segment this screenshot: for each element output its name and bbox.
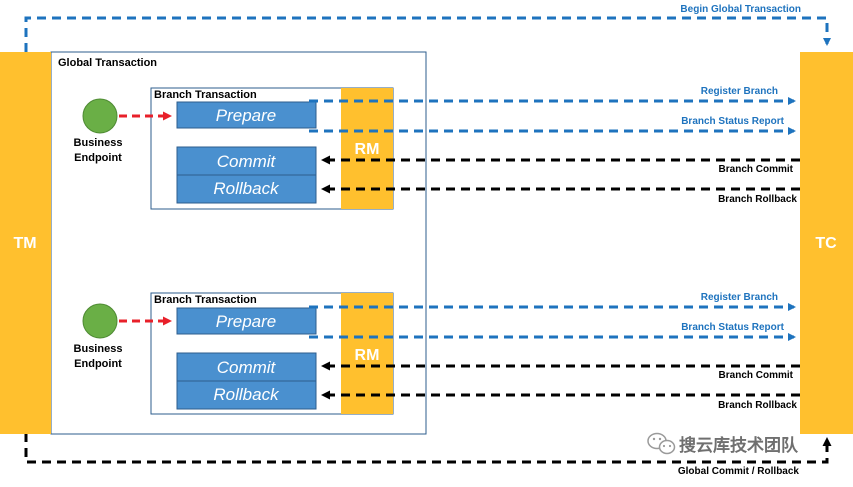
- branch-rollback-label: Branch Rollback: [718, 400, 797, 411]
- branch-group-1: Branch Transaction Business Endpoint Pre…: [74, 86, 800, 210]
- prepare-label: Prepare: [216, 106, 276, 125]
- branch-transaction-label: Branch Transaction: [154, 89, 257, 101]
- branch-rollback-label: Branch Rollback: [718, 194, 797, 205]
- business-endpoint-label: Business: [74, 137, 123, 149]
- prepare-box: [176, 307, 317, 335]
- wechat-icon: [647, 432, 676, 455]
- commit-box: [176, 352, 317, 382]
- branch-status-report-label: Branch Status Report: [681, 116, 784, 127]
- branch-commit-label: Branch Commit: [719, 164, 794, 175]
- tc-label: TC: [815, 235, 837, 252]
- business-endpoint-label: Endpoint: [74, 358, 122, 370]
- register-branch-label: Register Branch: [701, 86, 778, 97]
- prepare-box: [176, 101, 317, 129]
- watermark-text: 搜云库技术团队: [679, 435, 799, 456]
- business-endpoint-label: Endpoint: [74, 152, 122, 164]
- register-branch-label: Register Branch: [701, 292, 778, 303]
- rollback-box: [176, 174, 317, 204]
- tc-bar: [800, 52, 853, 434]
- branch-transaction-label: Branch Transaction: [154, 294, 257, 306]
- branch-commit-label: Branch Commit: [719, 370, 794, 381]
- watermark: 搜云库技术团队: [647, 432, 799, 456]
- rollback-label: Rollback: [213, 385, 280, 404]
- branch-status-report-label: Branch Status Report: [681, 322, 784, 333]
- rm-label: RM: [355, 141, 380, 158]
- tm-bar: [0, 52, 51, 434]
- rollback-label: Rollback: [213, 179, 280, 198]
- tm-label: TM: [13, 235, 36, 252]
- begin-global-label: Begin Global Transaction: [680, 4, 801, 15]
- rollback-box: [176, 380, 317, 410]
- business-endpoint-label: Business: [74, 343, 123, 355]
- global-commit-rollback-label: Global Commit / Rollback: [678, 466, 800, 477]
- prepare-label: Prepare: [216, 312, 276, 331]
- rm-label: RM: [355, 347, 380, 364]
- begin-global-arrow: [24, 16, 831, 52]
- branch-group-2: Branch Transaction Business Endpoint Pre…: [74, 292, 800, 415]
- commit-label: Commit: [217, 152, 277, 171]
- commit-label: Commit: [217, 358, 277, 377]
- business-endpoint-icon: [82, 303, 118, 339]
- global-transaction-label: Global Transaction: [58, 57, 157, 69]
- commit-box: [176, 146, 317, 176]
- business-endpoint-icon: [82, 98, 118, 134]
- global-commit-rollback-arrow: [24, 433, 832, 464]
